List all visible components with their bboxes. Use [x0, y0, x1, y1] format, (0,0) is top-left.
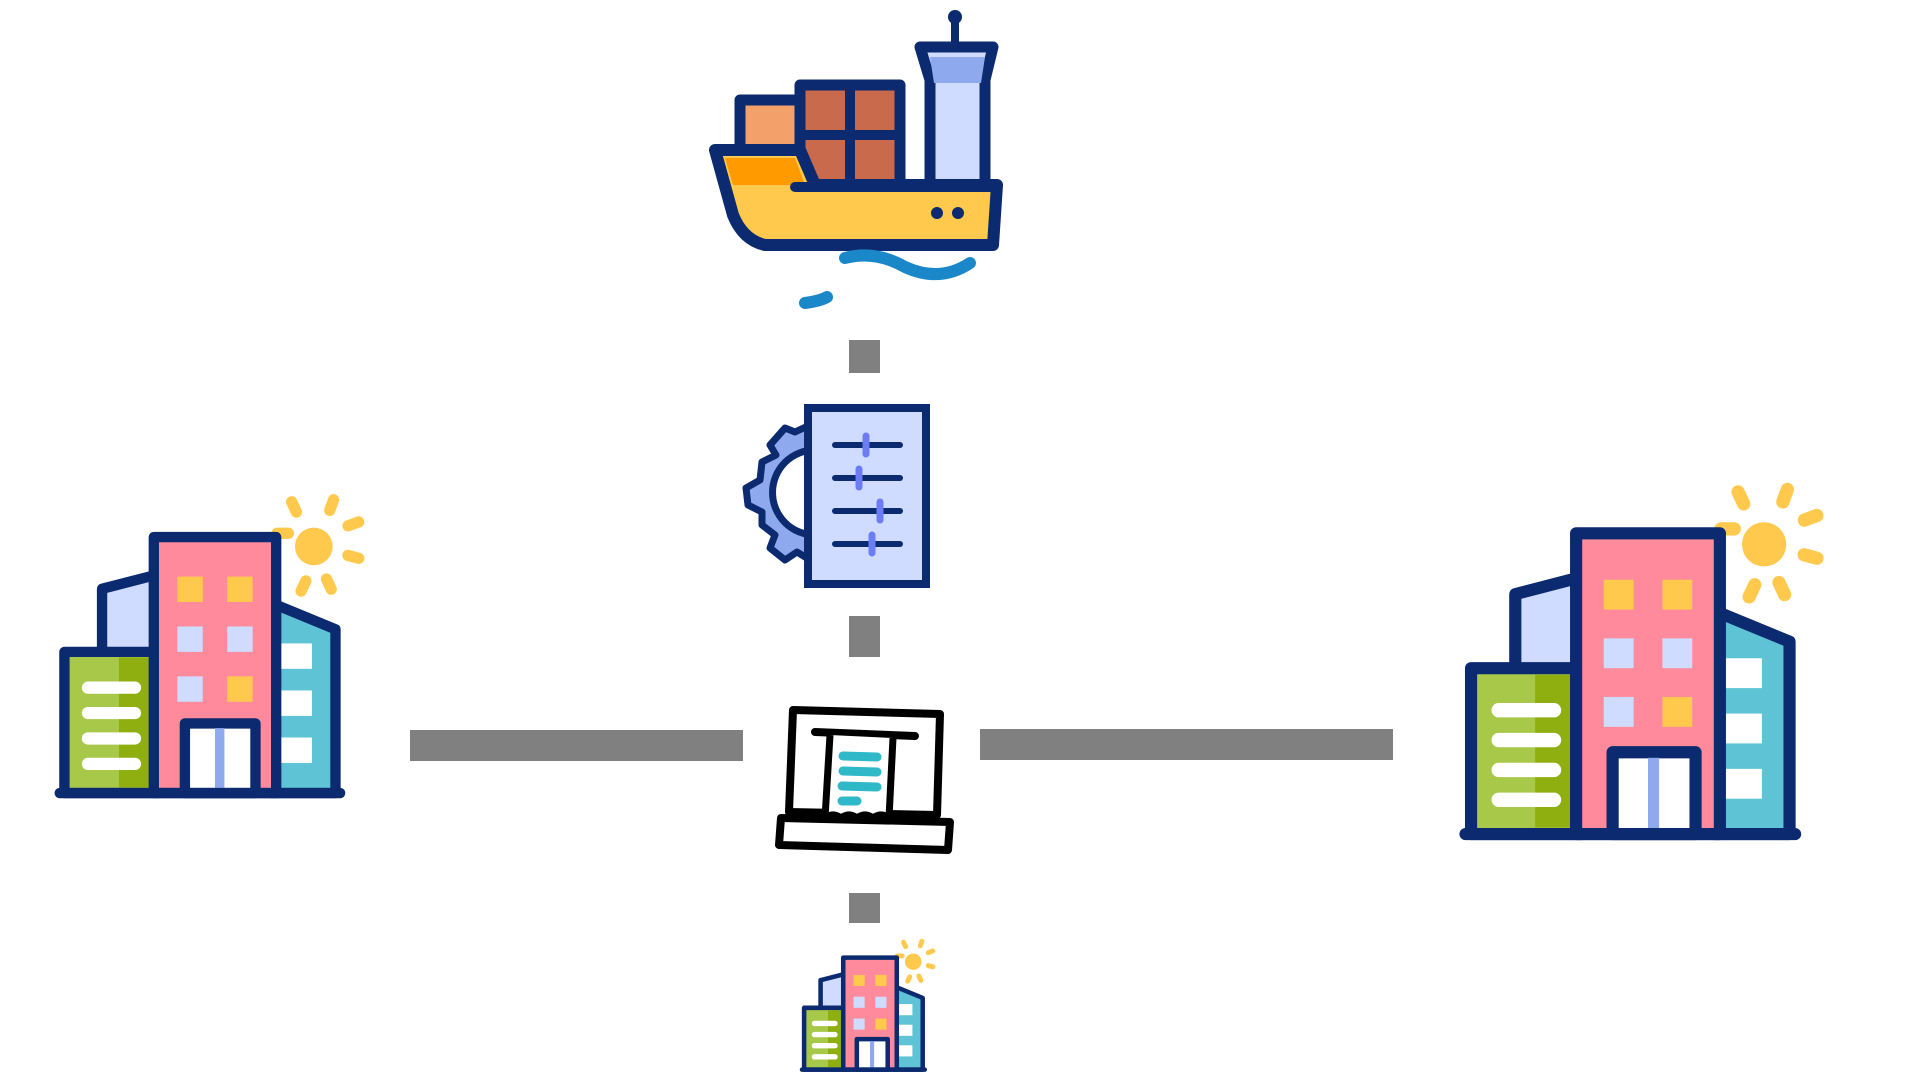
small-building-node — [799, 937, 940, 1077]
laptop-receipt-node — [775, 700, 955, 860]
cargo-ship-icon — [709, 10, 1003, 309]
right-building-node — [1459, 478, 1836, 854]
connector-laptop-right-building — [980, 729, 1393, 760]
cargo-ship-node — [705, 5, 1015, 315]
connector-settings-laptop — [849, 616, 880, 657]
left-building-node — [54, 490, 375, 810]
connector-laptop-small-building — [849, 893, 880, 923]
office-building-icon — [1459, 482, 1824, 841]
office-building-icon — [54, 494, 365, 799]
connector-ship-settings — [849, 340, 880, 373]
laptop-receipt-icon — [775, 706, 954, 854]
office-building-icon — [799, 938, 936, 1072]
connector-left-building-laptop — [410, 730, 743, 761]
settings-document-icon — [742, 404, 930, 588]
settings-document-node — [740, 400, 940, 590]
